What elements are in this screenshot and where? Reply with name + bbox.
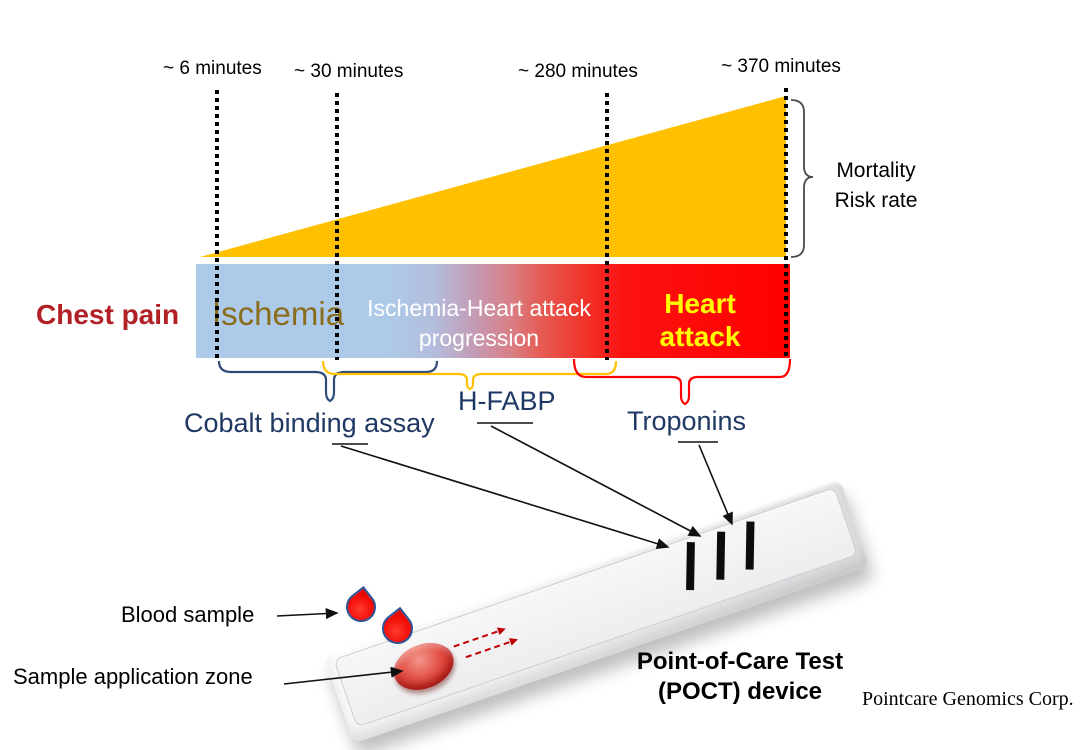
poct-device-label: Point-of-Care Test (POCT) device	[625, 647, 855, 707]
ischemia-progression-bar	[196, 264, 790, 358]
heart-attack-line1: Heart	[664, 288, 736, 319]
troponins-label: Troponins	[627, 406, 747, 436]
test-strip-troponins	[745, 521, 755, 570]
mortality-bracket	[790, 99, 814, 258]
progression-line1: Ischemia-Heart attack	[367, 295, 591, 321]
cobalt-arrow	[340, 445, 670, 550]
hfabp-brace	[321, 360, 618, 391]
sample-application-zone-label: Sample application zone	[13, 664, 253, 689]
dotted-line-6min	[215, 90, 219, 360]
mortality-line2: Risk rate	[834, 189, 918, 212]
time-marker-370min: ~ 370 minutes	[721, 56, 841, 77]
mortality-risk-triangle	[200, 96, 786, 257]
blood-sample-arrow	[276, 607, 339, 620]
poct-label-line2: (POCT) device	[657, 678, 823, 705]
cobalt-binding-assay-label: Cobalt binding assay	[184, 408, 435, 438]
poct-label-line1: Point-of-Care Test	[636, 648, 844, 675]
test-strip-hfabp	[716, 531, 726, 580]
blood-sample-label: Blood sample	[121, 602, 255, 627]
mortality-line1: Mortality	[836, 159, 916, 182]
dotted-line-370min	[784, 88, 788, 360]
ischemia-segment-label: Ischemia	[212, 295, 345, 332]
dotted-line-280min	[605, 93, 609, 360]
progression-segment-label: Ischemia-Heart attack progression	[348, 293, 610, 353]
heart-attack-line2: attack	[659, 321, 741, 352]
dotted-line-30min	[335, 93, 339, 360]
time-marker-6min: ~ 6 minutes	[163, 58, 262, 79]
cobalt-brace	[217, 360, 439, 403]
hfabp-arrow	[490, 425, 702, 537]
troponins-arrow	[698, 444, 733, 526]
time-marker-30min: ~ 30 minutes	[294, 61, 404, 82]
company-credit: Pointcare Genomics Corp.	[862, 688, 1074, 710]
chest-pain-label: Chest pain	[36, 299, 180, 330]
test-strip-cobalt	[686, 542, 695, 591]
heart-attack-segment-label: Heart attack	[615, 287, 785, 353]
mortality-risk-label: Mortality Risk rate	[815, 156, 937, 216]
blood-drop-icon	[339, 585, 383, 629]
troponins-brace	[572, 358, 792, 406]
time-marker-280min: ~ 280 minutes	[518, 61, 638, 82]
progression-line2: progression	[418, 325, 540, 351]
hfabp-label: H-FABP	[458, 386, 556, 416]
